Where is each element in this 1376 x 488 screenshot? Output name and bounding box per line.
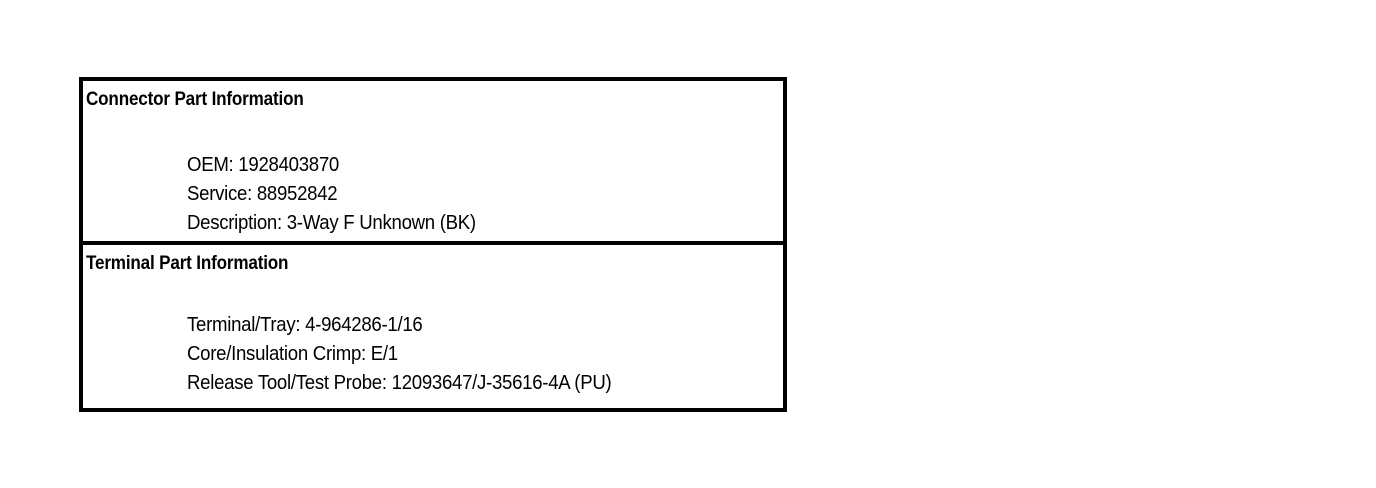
connector-part-information-panel: Connector Part Information OEM: 19284038…	[83, 81, 783, 245]
terminal-detail-list: Terminal/Tray: 4-964286-1/16 Core/Insula…	[187, 311, 643, 398]
part-information-card: Connector Part Information OEM: 19284038…	[79, 77, 787, 412]
terminal-part-information-panel: Terminal Part Information Terminal/Tray:…	[83, 245, 783, 408]
terminal-detail-terminal-tray: Terminal/Tray: 4-964286-1/16	[187, 314, 423, 336]
connector-panel-title: Connector Part Information	[86, 89, 304, 110]
terminal-detail-release-tool-test-probe: Release Tool/Test Probe: 12093647/J-3561…	[187, 372, 612, 394]
connector-detail-service: Service: 88952842	[187, 183, 338, 205]
connector-detail-oem: OEM: 1928403870	[187, 154, 339, 176]
connector-detail-description: Description: 3-Way F Unknown (BK)	[187, 212, 476, 234]
terminal-detail-core-insulation-crimp: Core/Insulation Crimp: E/1	[187, 343, 398, 365]
terminal-panel-title: Terminal Part Information	[86, 253, 289, 274]
connector-detail-list: OEM: 1928403870 Service: 88952842 Descri…	[187, 151, 498, 238]
